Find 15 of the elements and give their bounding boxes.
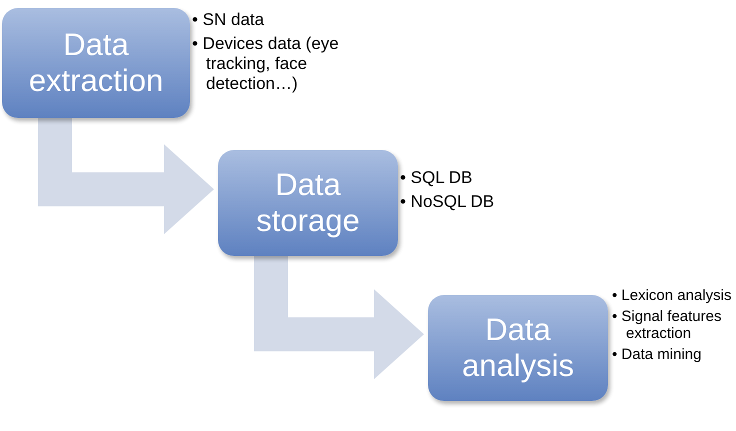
step-title: Data storage [255,167,361,239]
bullet-item: • Signal features extraction [612,308,722,342]
bullet-item: • SQL DB [400,168,474,188]
bullet-item: • Lexicon analysis [612,287,732,304]
bent-arrow [38,118,214,234]
bullet-item: • Data mining [612,346,702,363]
step-title: Data extraction [28,27,164,99]
bent-arrow [254,256,424,380]
bullet-item: • NoSQL DB [400,192,496,212]
process-box [428,295,608,401]
bullet-item: • Devices data (eye tracking, face detection…) [192,34,340,94]
step-title: Data analysis [461,312,575,384]
bullet-item: • SN data [192,10,266,30]
process-box [218,150,398,256]
process-box [2,8,190,118]
